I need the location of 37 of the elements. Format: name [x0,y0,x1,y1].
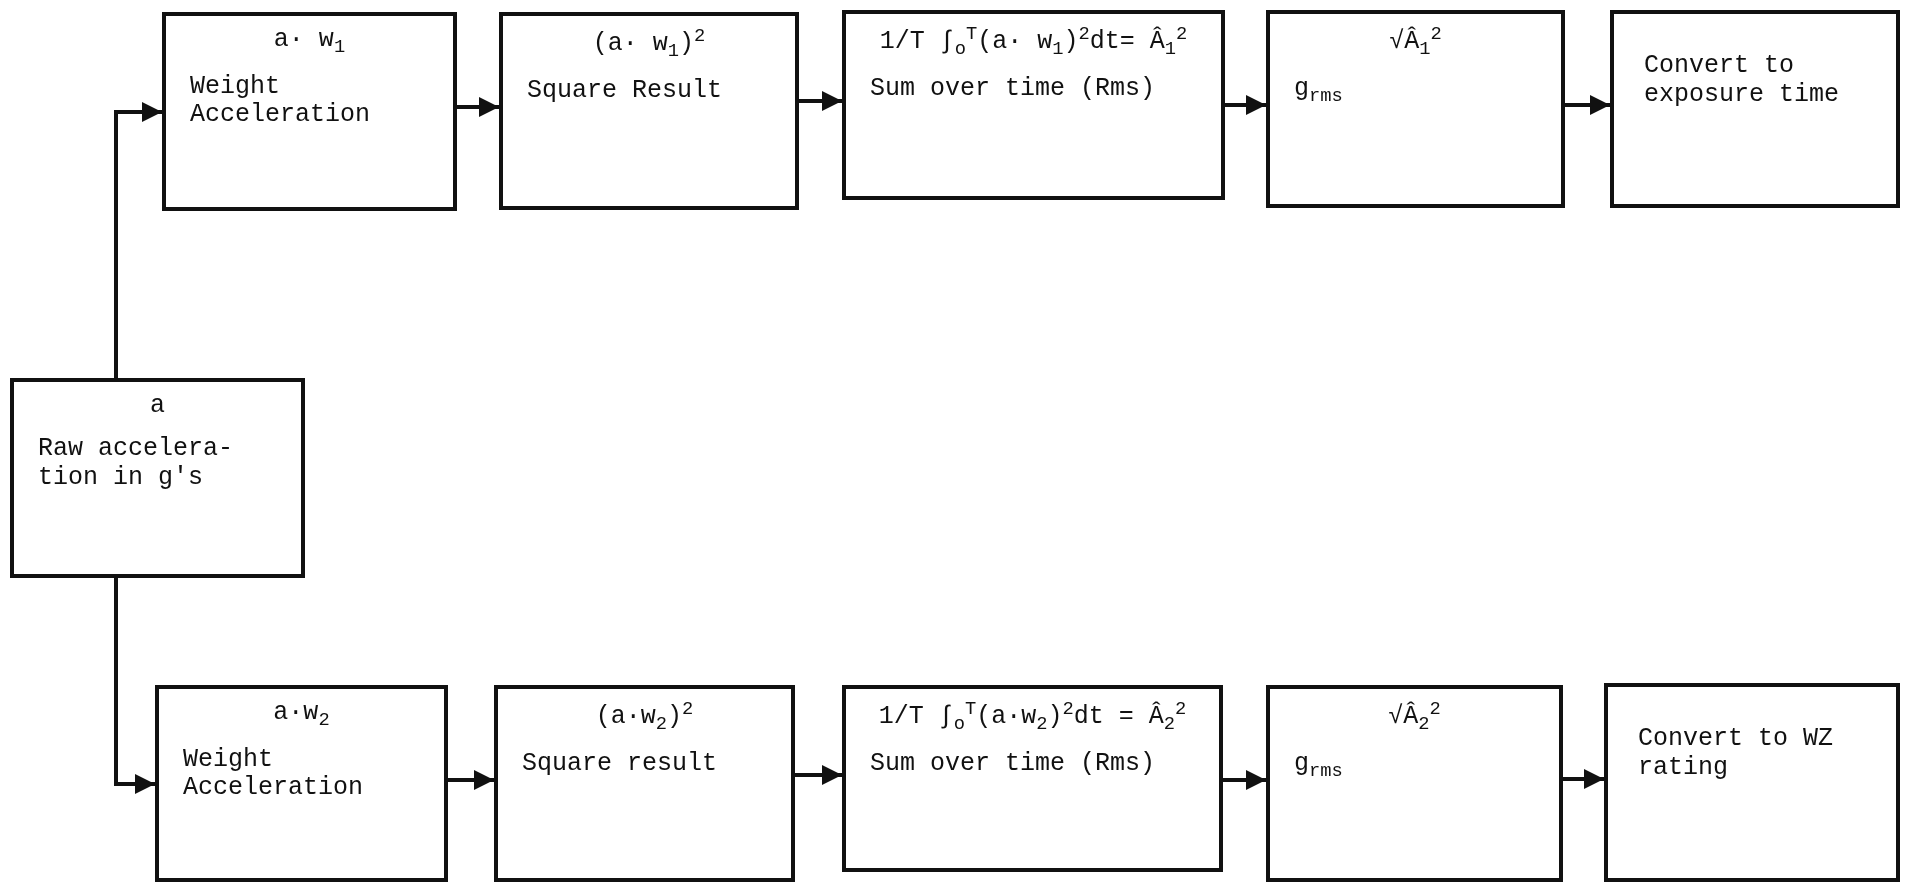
arrow [1225,95,1266,115]
process-box [494,685,795,882]
process-box [155,685,448,882]
arrow [1565,95,1610,115]
process-box [842,685,1223,872]
box-label: g$_{rms}$ [1293,749,1344,783]
process-box [1266,685,1563,882]
formula-text: (a·w$_{2}$)$^{2}$ [594,699,695,736]
box-label: Convert to exposure time [1643,50,1841,110]
arrow [799,91,842,111]
box-label: Sum over time (Rms) [869,74,1157,104]
formula-text: a [149,392,166,421]
arrow [114,102,162,378]
process-box [1266,10,1565,208]
box-label: Raw accelera- tion in g's [37,434,235,493]
process-box [842,10,1225,200]
process-box [1604,683,1900,882]
box-label: Square Result [526,76,724,106]
formula-text: a· w$_{1}$ [272,26,347,59]
box-label: g$_{rms}$ [1293,74,1344,108]
arrow [448,770,494,790]
formula-text: a·w$_{2}$ [272,699,331,732]
box-label: Square result [521,749,719,779]
arrow [795,765,842,785]
process-box [162,12,457,211]
arrow [1563,769,1604,789]
process-box [1610,10,1900,208]
box-label: Sum over time (Rms) [869,749,1157,779]
box-label: Weight Acceleration [189,72,372,131]
box-label: Convert to WZ rating [1637,723,1835,783]
arrow [457,97,499,117]
process-box [10,378,305,578]
formula-text: (a· w$_{1}$)$^{2}$ [591,26,707,63]
arrow [1223,770,1266,790]
box-label: Weight Acceleration [182,745,365,804]
process-box [499,12,799,210]
arrow [114,578,155,794]
